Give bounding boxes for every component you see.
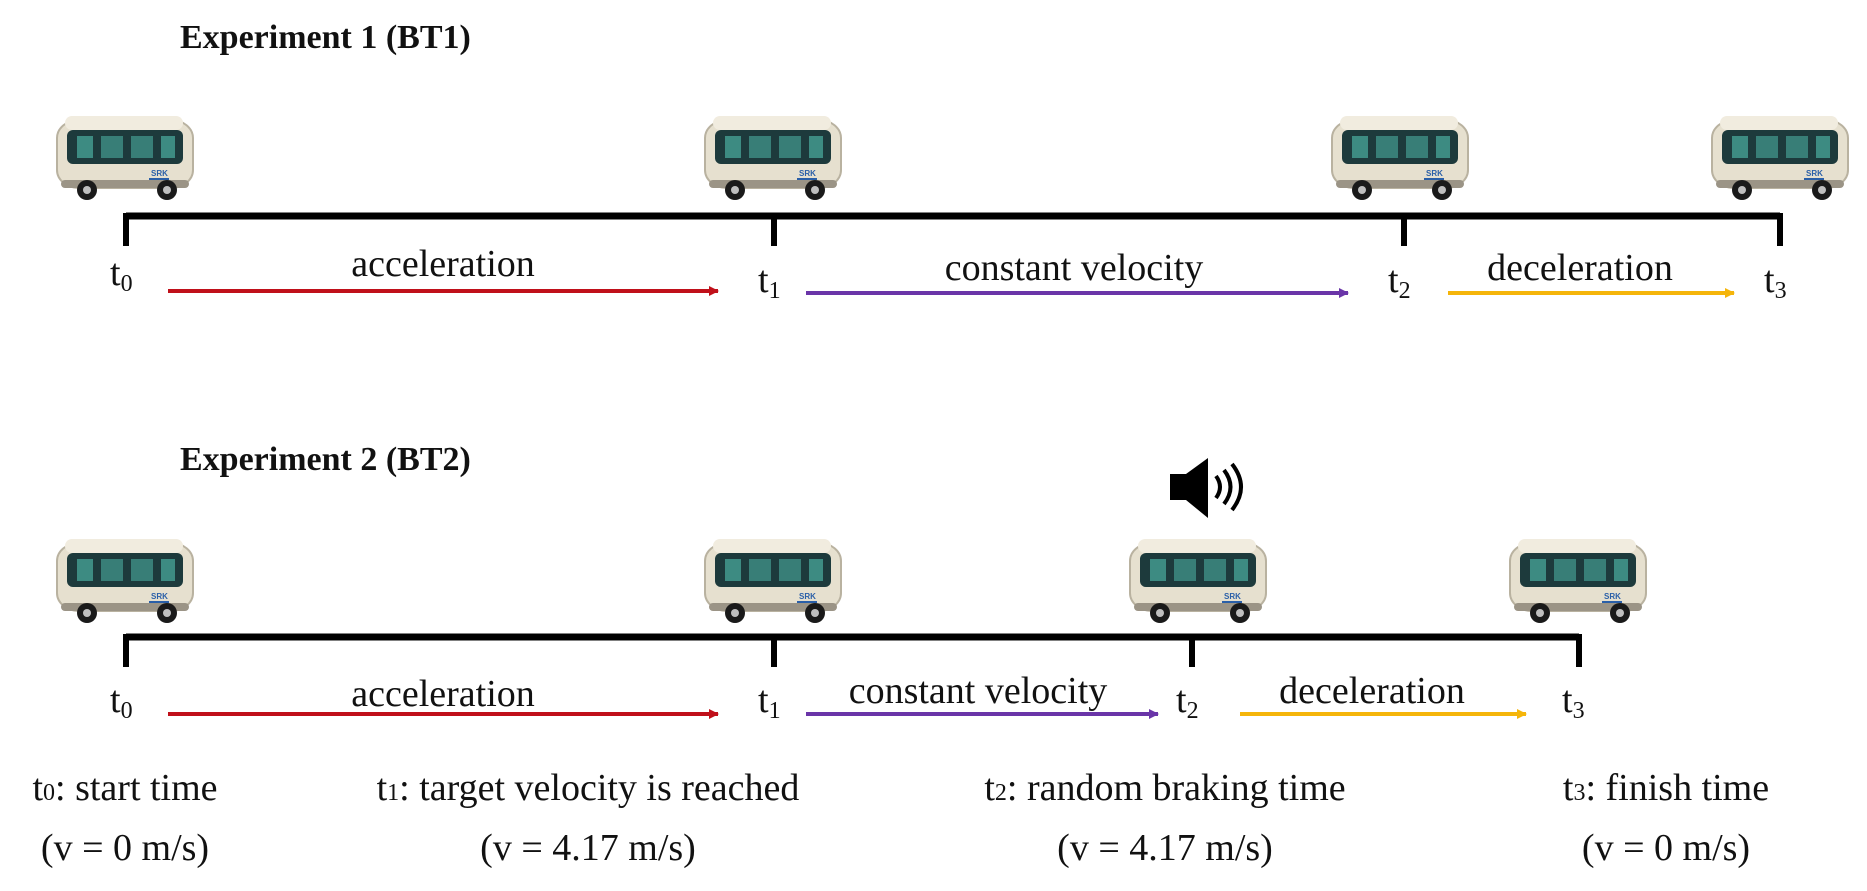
legend-item: t2: random braking time — [984, 767, 1345, 809]
tick-label: t2 — [1176, 679, 1199, 724]
tick-label: t1 — [758, 679, 781, 724]
tick-label: t0 — [110, 679, 133, 724]
vehicle-image — [704, 115, 842, 201]
tick-label: t0 — [110, 252, 133, 297]
phase-label: acceleration — [351, 243, 535, 285]
phase-label: acceleration — [351, 673, 535, 715]
tick-label: t3 — [1764, 259, 1787, 304]
legend-item: t3: finish time — [1563, 767, 1769, 809]
vehicle-image — [56, 115, 194, 201]
experiment1-title: Experiment 1 (BT1) — [180, 19, 471, 56]
tick-label: t3 — [1562, 679, 1585, 724]
legend-value: (v = 0 m/s) — [41, 827, 209, 869]
legend-value: (v = 0 m/s) — [1582, 827, 1750, 869]
vehicle-image — [1509, 538, 1647, 624]
experiment2-title: Experiment 2 (BT2) — [180, 441, 471, 478]
phase-label: constant velocity — [945, 247, 1204, 289]
tick-label: t1 — [758, 259, 781, 304]
vehicle-image — [1331, 115, 1469, 201]
legend-value: (v = 4.17 m/s) — [480, 827, 696, 869]
vehicle-image — [1129, 538, 1267, 624]
speaker-sound-icon — [1170, 458, 1243, 518]
legend-item: t1: target velocity is reached — [377, 767, 800, 809]
phase-label: deceleration — [1487, 247, 1673, 289]
phase-label: constant velocity — [849, 670, 1108, 712]
vehicle-image — [704, 538, 842, 624]
vehicle-image — [1711, 115, 1849, 201]
phase-label: deceleration — [1279, 670, 1465, 712]
vehicle-image — [56, 538, 194, 624]
tick-label: t2 — [1388, 259, 1411, 304]
legend-item: t0: start time — [32, 767, 217, 809]
legend-value: (v = 4.17 m/s) — [1057, 827, 1273, 869]
